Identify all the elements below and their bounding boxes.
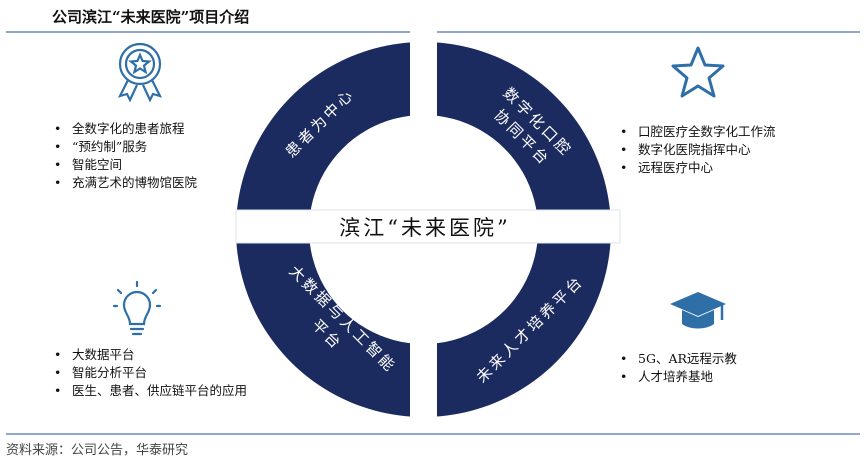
list-item: 全数字化的患者旅程: [50, 120, 197, 138]
list-item: 人才培养基地: [616, 368, 737, 386]
graduation-cap-icon: [670, 292, 726, 329]
bottom-divider: [6, 433, 860, 435]
list-item: 数字化医院指挥中心: [616, 141, 776, 159]
list-item: 智能空间: [50, 156, 197, 174]
ring: [235, 42, 611, 417]
list-item: 充满艺术的博物馆医院: [50, 174, 197, 192]
star-icon: [671, 46, 725, 98]
list-item: 口腔医疗全数字化工作流: [616, 123, 776, 141]
list-item: 5G、AR远程示教: [616, 350, 737, 368]
list-bottom-left: 大数据平台 智能分析平台 医生、患者、供应链平台的应用: [50, 346, 260, 400]
award-medal-icon: [117, 42, 163, 103]
source-note: 资料来源：公司公告，华泰研究: [6, 443, 189, 458]
center-label: 滨江“未来医院”: [339, 216, 511, 240]
list-item: 远程医疗中心: [616, 159, 776, 177]
list-item: 智能分析平台: [50, 364, 260, 382]
horizontal-gap: [235, 209, 621, 244]
list-top-left: 全数字化的患者旅程 “预约制”服务 智能空间 充满艺术的博物馆医院: [50, 120, 197, 192]
list-top-right: 口腔医疗全数字化工作流 数字化医院指挥中心 远程医疗中心: [616, 123, 776, 177]
list-bottom-right: 5G、AR远程示教 人才培养基地: [616, 350, 737, 386]
page-title: 公司滨江“未来医院”项目介绍: [52, 8, 250, 26]
list-item: 医生、患者、供应链平台的应用: [50, 382, 260, 400]
list-item: 大数据平台: [50, 346, 260, 364]
list-item: “预约制”服务: [50, 138, 197, 156]
lightbulb-icon: [112, 280, 162, 336]
